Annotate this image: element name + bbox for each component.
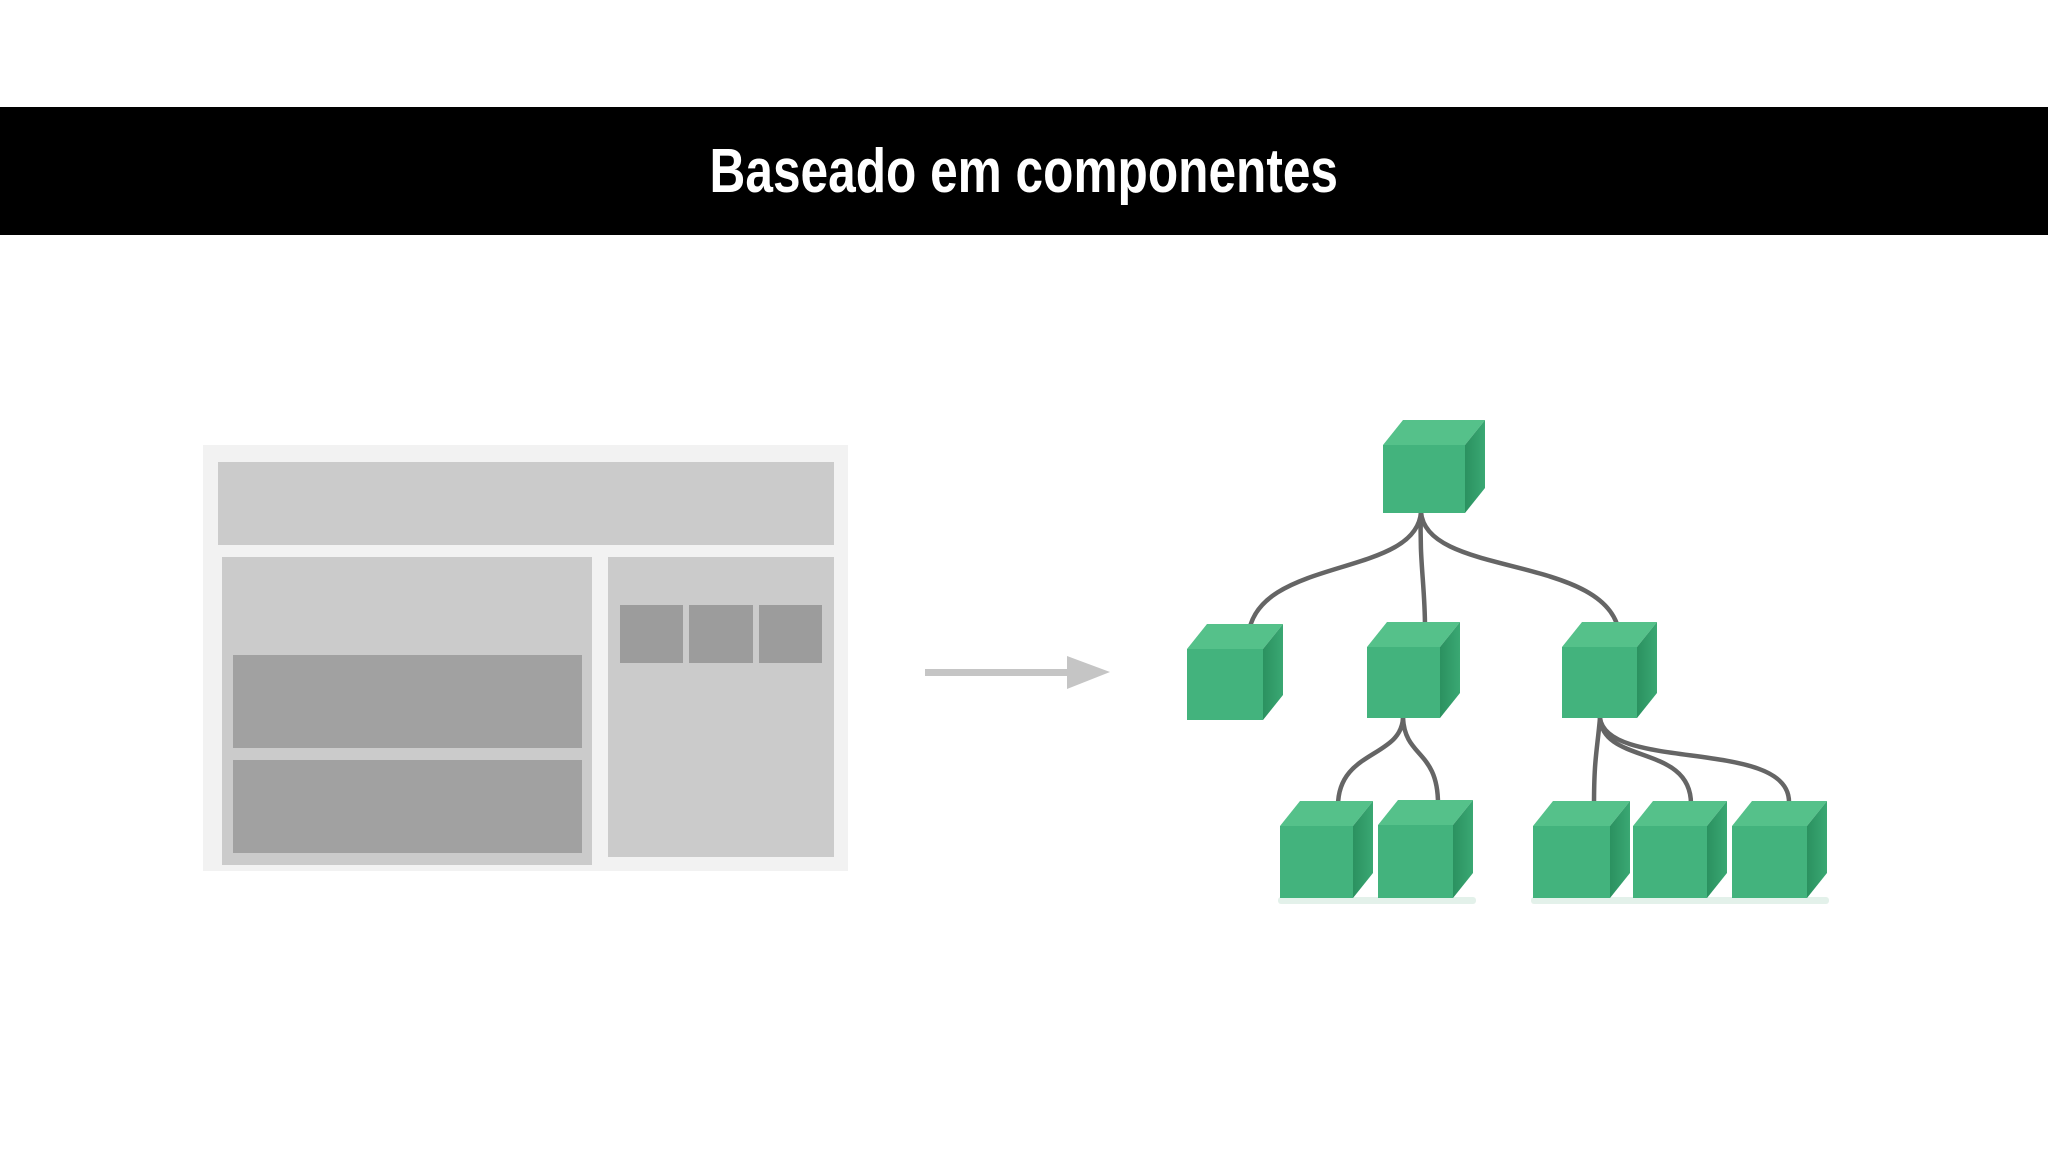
wireframe-header-bar (218, 462, 834, 545)
connector-root-child2 (1418, 509, 1428, 631)
tree-node-child-2 (1367, 622, 1460, 718)
tree-node-child-3 (1562, 622, 1657, 718)
cube-side-face (1263, 624, 1283, 720)
wireframe-sidebar-tile-3 (759, 605, 822, 663)
wireframe-content-block-2 (233, 760, 582, 853)
cube-top-face (1383, 420, 1485, 445)
cube-top-face (1562, 622, 1657, 647)
wireframe-sidebar-tile-1 (620, 605, 683, 663)
component-tree (1187, 420, 1829, 904)
connector-root-child3 (1418, 509, 1623, 645)
cube-front-face (1378, 825, 1453, 898)
cube-front-face (1533, 826, 1610, 898)
cube-top-face (1633, 801, 1727, 826)
connector-child3-leaf4 (1597, 715, 1694, 807)
tree-node-leaf-2 (1378, 800, 1473, 898)
connector-child2-leaf1 (1335, 715, 1406, 809)
cube-front-face (1633, 826, 1707, 898)
tree-connectors (1245, 509, 1792, 809)
cube-front-face (1732, 826, 1807, 898)
cube-front-face (1367, 647, 1440, 718)
slide-title-bar: Baseado em componentes (0, 107, 2048, 235)
cube-side-face (1440, 622, 1460, 718)
tree-node-child-1 (1187, 624, 1283, 720)
cube-side-face (1453, 800, 1473, 898)
cube-top-face (1732, 801, 1827, 826)
right-arrow-icon (925, 656, 1110, 689)
cube-top-face (1280, 801, 1373, 826)
cube-top-face (1367, 622, 1460, 647)
tree-node-leaf-3 (1533, 801, 1630, 898)
connector-root-child1 (1245, 509, 1424, 645)
wireframe-sidebar-tile-2 (689, 605, 753, 663)
cube-side-face (1353, 801, 1373, 898)
cube-side-face (1465, 420, 1485, 513)
cube-row-shadow-left (1278, 897, 1476, 904)
arrow-shaft (925, 669, 1067, 676)
cube-front-face (1187, 649, 1263, 720)
tree-node-leaf-1 (1280, 801, 1373, 898)
tree-node-leaf-5 (1732, 801, 1827, 898)
wireframe-sidebar-panel (608, 557, 834, 857)
slide-title: Baseado em componentes (709, 136, 1339, 206)
browser-wireframe (203, 445, 848, 871)
cube-side-face (1707, 801, 1727, 898)
cube-front-face (1383, 445, 1465, 513)
arrow-head (1067, 656, 1110, 689)
cube-side-face (1610, 801, 1630, 898)
cube-side-face (1637, 622, 1657, 718)
cube-row-shadow-right (1531, 897, 1829, 904)
connector-child3-leaf3 (1591, 715, 1603, 809)
tree-node-leaf-4 (1633, 801, 1727, 898)
cube-top-face (1187, 624, 1283, 649)
cube-top-face (1378, 800, 1473, 825)
cube-side-face (1807, 801, 1827, 898)
wireframe-content-block-1 (233, 655, 582, 748)
cube-front-face (1562, 647, 1637, 718)
cube-top-face (1533, 801, 1630, 826)
connector-child2-leaf2 (1400, 715, 1441, 807)
connector-child3-leaf5 (1597, 715, 1792, 805)
cube-front-face (1280, 826, 1353, 898)
tree-node-root (1383, 420, 1485, 513)
